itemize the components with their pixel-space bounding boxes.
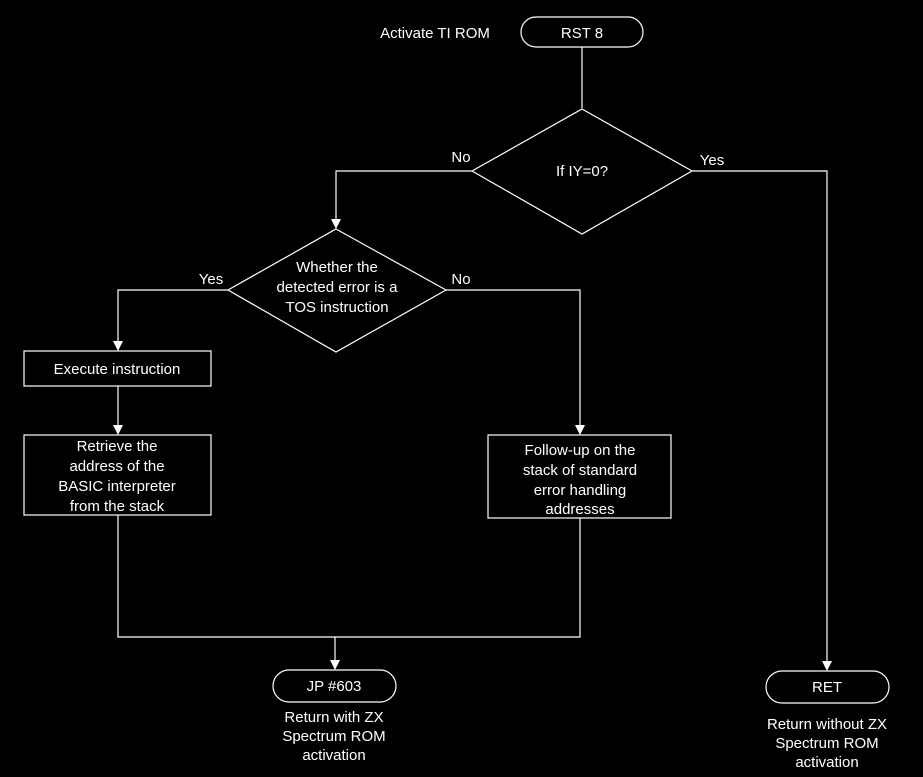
- arrowhead-followup: [575, 425, 585, 435]
- connector-decision1-no: [335, 170, 472, 220]
- arrowhead-retrieve: [113, 425, 123, 435]
- process-followup-line1: Follow-up on the: [525, 442, 636, 459]
- process-retrieve-line4: from the stack: [70, 498, 165, 515]
- terminal-jp-603: [272, 669, 397, 703]
- jp-caption-line3: activation: [302, 747, 365, 764]
- connector-decision2-yes: [117, 289, 228, 342]
- start-terminal-text: RST 8: [561, 25, 603, 42]
- connector-decision2-no: [446, 289, 581, 425]
- arrowhead-decision2: [331, 219, 341, 229]
- process-retrieve-line2: address of the: [69, 458, 164, 475]
- jp-caption-line1: Return with ZX: [284, 709, 383, 726]
- decision-tos-yes-label: Yes: [199, 271, 223, 288]
- decision-iy-zero-text: If IY=0?: [556, 163, 608, 180]
- process-retrieve-line1: Retrieve the: [77, 438, 158, 455]
- process-retrieve-line3: BASIC interpreter: [58, 478, 176, 495]
- terminal-ret-text: RET: [812, 679, 842, 696]
- decision-iy-zero: [470, 108, 694, 235]
- process-followup-line2: stack of standard: [523, 462, 637, 479]
- decision-tos-instruction: [226, 228, 448, 353]
- connector-merge: [117, 515, 581, 638]
- process-followup-line4: addresses: [545, 501, 614, 518]
- arrowhead-ret: [822, 661, 832, 671]
- terminal-jp-603-text: JP #603: [307, 678, 362, 695]
- decision-tos-line3: TOS instruction: [285, 299, 388, 316]
- process-execute-instruction: [23, 350, 212, 387]
- jp-caption-line2: Spectrum ROM: [282, 728, 385, 745]
- ret-caption-line3: activation: [795, 754, 858, 771]
- process-followup-line3: error handling: [534, 482, 627, 499]
- decision-iy-zero-yes-label: Yes: [700, 152, 724, 169]
- process-execute-text: Execute instruction: [54, 361, 181, 378]
- start-label: Activate TI ROM: [380, 25, 490, 42]
- decision-tos-line2: detected error is a: [277, 279, 399, 296]
- decision-tos-no-label: No: [451, 271, 470, 288]
- ret-caption-line2: Spectrum ROM: [775, 735, 878, 752]
- ret-caption-line1: Return without ZX: [767, 716, 887, 733]
- decision-tos-line1: Whether the: [296, 259, 378, 276]
- arrowhead-execute: [113, 341, 123, 351]
- arrowhead-jp: [330, 660, 340, 670]
- decision-iy-zero-no-label: No: [451, 149, 470, 166]
- terminal-ret: [765, 670, 890, 704]
- connector-decision1-yes: [692, 170, 828, 662]
